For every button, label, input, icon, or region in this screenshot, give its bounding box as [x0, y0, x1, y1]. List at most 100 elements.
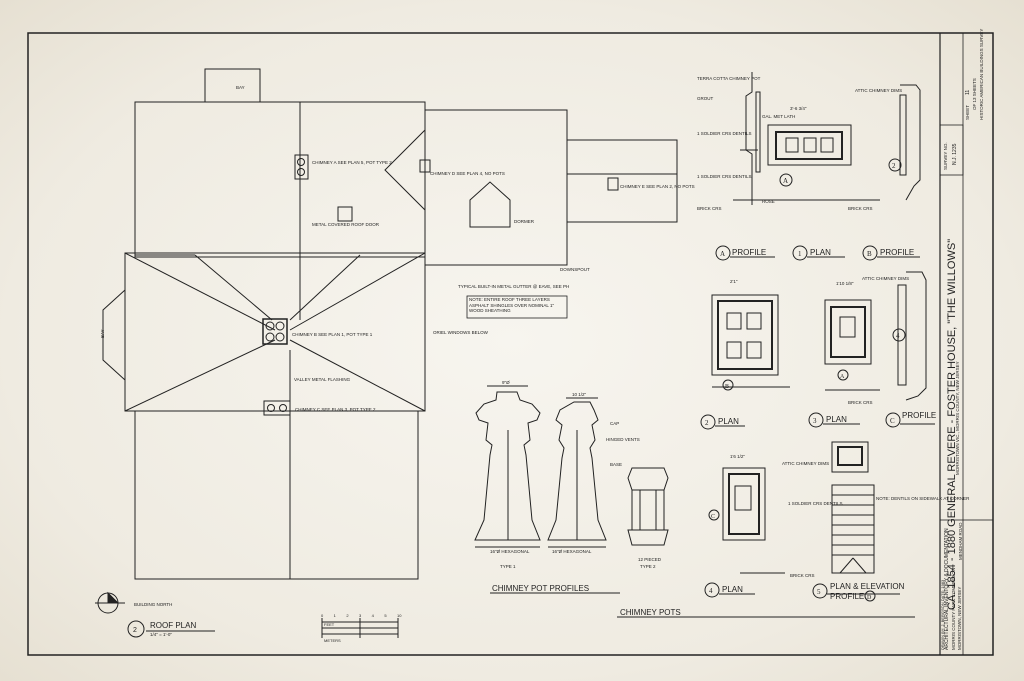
title-plan-1: PLAN [810, 248, 831, 257]
pot-type-1-label: TYPE 1 [500, 564, 516, 569]
office: HISTORIC AMERICAN BUILDINGS SURVEY [979, 29, 984, 120]
pot-type-2-note: 12 PIECED [638, 557, 662, 562]
ref-4b: 4 [896, 332, 900, 340]
scale-feet: FEET [324, 622, 335, 627]
dim-plan-3: 1'10 1/8" [836, 281, 854, 286]
north-label: BUILDING NORTH [134, 602, 172, 607]
note-valley: VALLEY METAL FLASHING [294, 377, 351, 382]
elevation-5-drawing [831, 484, 875, 574]
roof-plan-title: ROOF PLAN [150, 621, 196, 630]
roof-plan [95, 68, 678, 638]
label-brick-1: BRICK CRS [697, 206, 722, 211]
ref-2b: 2 [892, 162, 896, 170]
pot-vents-label: HINGED VENTS [606, 437, 640, 442]
chimney-b [262, 318, 288, 345]
ref-2: 2 [705, 419, 709, 427]
scale-tick-label: 10 [397, 613, 402, 618]
top-bay [204, 68, 261, 103]
ref-b-2: B [725, 384, 729, 390]
label-soldier-2: 1 SOLDIER CRS DENTILS [697, 174, 752, 179]
sheet-label: SHEET [965, 105, 970, 120]
main-title: CA. 1854 - 1880 GENERAL REVERE - FOSTER … [946, 239, 958, 610]
scale-bar [321, 618, 399, 638]
location: MORRISTOWN VIC., MORRIS COUNTY, NEW JERS… [955, 361, 960, 475]
pot-dim-top-2: 10 1/2" [572, 392, 587, 397]
scale-tick-label: 5 [384, 613, 387, 618]
roof-plan-ref-no: 2 [133, 627, 137, 634]
label-attic-2: ATTIC CHIMNEY DIMS [862, 276, 909, 281]
note-chimney-d: CHIMNEY D SEE PLAN 4, NO POTS [430, 171, 505, 176]
label-attic-3: ATTIC CHIMNEY DIMS [782, 461, 829, 466]
far-right-wing [566, 139, 678, 223]
ref-b: B [867, 250, 872, 258]
scale-tick-label: 4 [372, 613, 375, 618]
left-bay [102, 288, 126, 382]
roof-plan-scale: 1/4" = 1'-0" [150, 632, 172, 637]
note-roof-door: METAL COVERED ROOF DOOR [312, 222, 380, 227]
org-box [939, 519, 994, 656]
title-profile-b: PROFILE [880, 248, 914, 257]
scale-tick-label: 1 [334, 613, 337, 618]
chimney-e [607, 177, 619, 191]
note-chimney-e: CHIMNEY E SEE PLAN 2, NO POTS [620, 184, 695, 189]
note-bay-left: BAY [100, 329, 105, 338]
dim-plan-4: 1'6 1/2" [730, 454, 745, 459]
road: MENDHAM ROAD [958, 522, 963, 560]
survey-label: SURVEY NO. [943, 142, 948, 170]
label-brick-crs-1: BRICK CRS [848, 400, 873, 405]
roof-door [337, 206, 353, 222]
chimney-a [294, 154, 309, 180]
plan-5-drawing [831, 441, 869, 473]
label-dentils-note: NOTE: DENTILS ON SIDEWALK AT CORNER [876, 496, 970, 501]
chimney-c [263, 400, 291, 416]
sheet-of: OF 13 SHEETS [972, 78, 977, 110]
survey-no: N.J. 1235 [952, 143, 958, 165]
org-line-2: MORRIS COUNTY PARK COMMISSION [951, 568, 956, 650]
dim-plan-2: 2'1" [730, 279, 738, 284]
note-chimney-c: CHIMNEY C SEE PLAN 3, POT TYPE 2 [295, 407, 376, 412]
label-metal-lath: GAL. MET LATH [762, 114, 795, 119]
chimney-pot-profiles-title: CHIMNEY POT PROFILES [492, 584, 589, 593]
upper-block [134, 101, 426, 258]
ref-4: 4 [709, 587, 713, 595]
label-terra-cotta: TERRA COTTA CHIMNEY POT [697, 76, 761, 81]
label-rose: ROSE [762, 199, 775, 204]
title-profile-c: PROFILE [902, 411, 936, 420]
dim-plan-1: 3'-6 3/4" [790, 106, 807, 111]
scale-tick-label: 3 [359, 613, 362, 618]
plan-4-drawing [722, 467, 766, 541]
ref-1: 1 [798, 250, 802, 258]
scale-tick-label: 2 [346, 613, 349, 618]
pot-dim-base-2: 16"Ø HEXAGONAL [552, 549, 592, 554]
note-bay-top: BAY [236, 85, 245, 90]
label-attic-1: ATTIC CHIMNEY DIMS [855, 88, 902, 93]
ref-3: 3 [813, 417, 817, 425]
label-soldier-3: 1 SOLDIER CRS DENTILS [788, 501, 843, 506]
ref-a-3: A [840, 374, 845, 380]
roof-plan-ref-circle [127, 620, 145, 638]
note-roof: NOTE: ENTIRE ROOF THREE LAYERS ASPHALT S… [469, 297, 555, 313]
plan-2-drawing [711, 294, 779, 376]
ref-c-2: C [711, 514, 715, 520]
pot-type-1 [474, 391, 541, 541]
profile-b-drawing [900, 84, 921, 201]
ref-a-2: A [783, 177, 788, 185]
ref-5: 5 [817, 588, 821, 596]
org-line-1: ARCHITECTURAL INVENTORY & DOCUMENTATION [944, 528, 950, 650]
scale-tick-label: 0 [321, 613, 324, 618]
title-profile-d: PROFILE [830, 592, 864, 601]
note-chimney-b: CHIMNEY B SEE PLAN 1, POT TYPE 1 [292, 332, 373, 337]
pot-dim-base-1: 16"Ø HEXAGONAL [490, 549, 530, 554]
lower-block [134, 410, 419, 580]
title-plan-elev-5: PLAN & ELEVATION [830, 582, 905, 591]
chimney-pots-title: CHIMNEY POTS [620, 608, 681, 617]
profile-a-drawing [745, 72, 753, 205]
label-grout: GROUT [697, 96, 714, 101]
ref-d: D [867, 595, 872, 601]
survey-box [939, 124, 964, 176]
title-plan-4: PLAN [722, 585, 743, 594]
profile-c-drawing [905, 271, 927, 401]
note-gutter: TYPICAL BUILT-IN METAL GUTTER @ EAVE, SE… [458, 284, 569, 289]
